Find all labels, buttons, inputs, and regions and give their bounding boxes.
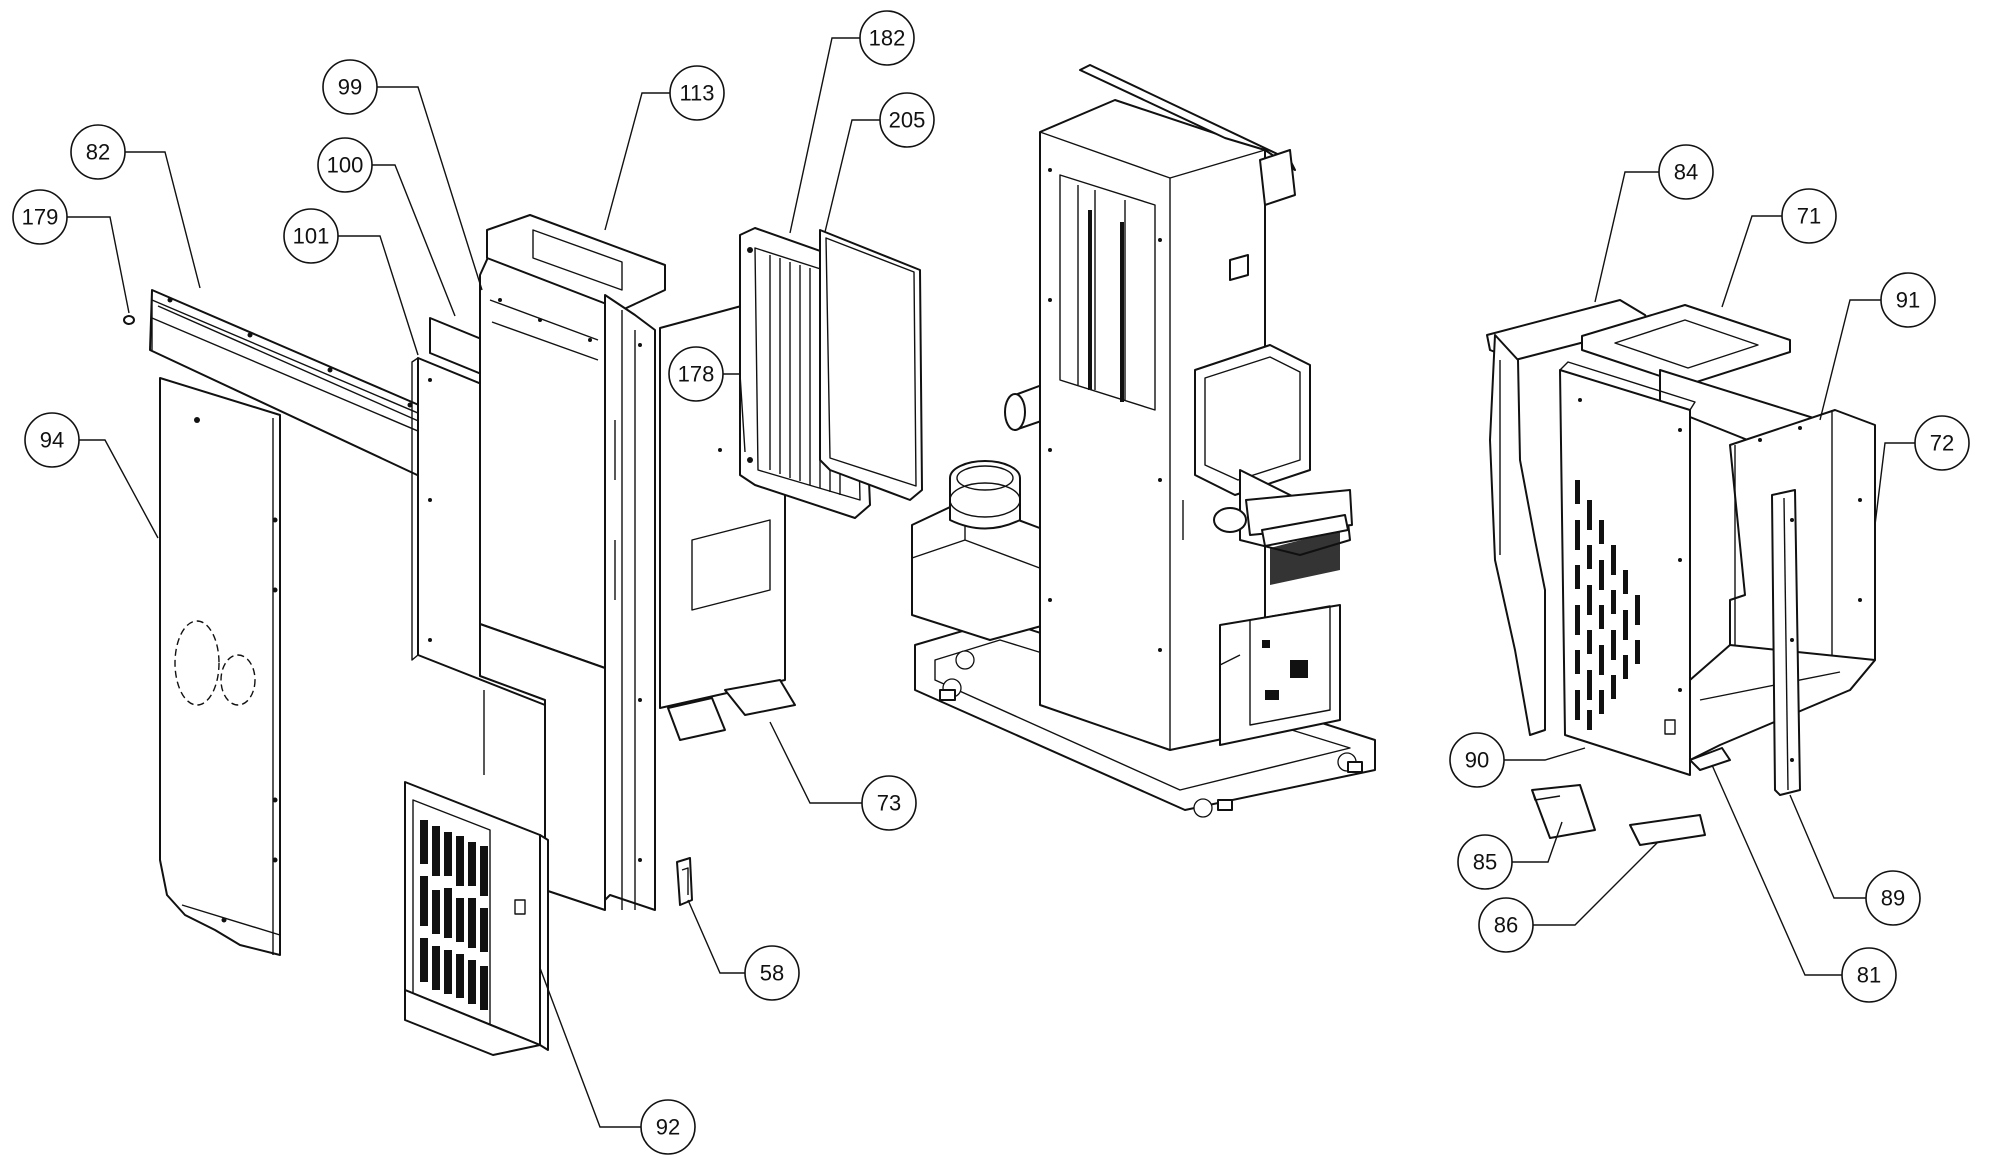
slot-pattern [1575,480,1640,730]
callout-91-label: 91 [1896,288,1920,313]
callout-81-label: 81 [1857,963,1881,988]
center-stove-assembly [911,64,1376,818]
callout-182-label: 182 [869,26,906,51]
callout-113: 113 [669,65,725,121]
callout-101: 101 [283,208,339,264]
part-92-grille [404,781,549,1056]
leader-lines [59,37,1915,1128]
callout-100: 100 [317,137,373,193]
part-179-fastener [123,315,135,325]
callout-99: 99 [322,59,378,115]
leader-182 [789,37,860,234]
callout-205: 205 [879,92,935,148]
part-94-side-panel [159,377,281,956]
callout-73-label: 73 [877,791,901,816]
callout-82-label: 82 [86,140,110,165]
part-71-top-frame [1581,304,1791,395]
leader-90 [1504,747,1586,761]
callout-89-label: 89 [1881,886,1905,911]
part-99-frame [479,252,606,669]
part-90-hopper-front [1559,361,1696,776]
leader-89 [1789,794,1866,899]
callout-85-label: 85 [1473,850,1497,875]
leader-85 [1512,821,1563,863]
leader-92 [539,967,641,1128]
callout-58-label: 58 [760,961,784,986]
callout-178-label: 178 [678,362,715,387]
part-85-bracket [1531,784,1596,839]
callout-85: 85 [1457,834,1513,890]
callout-58: 58 [744,945,800,1001]
callout-72: 72 [1914,415,1970,471]
part-58-bracket [676,857,693,906]
leader-72 [1874,442,1915,526]
callout-94: 94 [24,412,80,468]
part-84-hopper-back [1486,299,1651,736]
callout-71: 71 [1781,188,1837,244]
callout-89: 89 [1865,870,1921,926]
callout-84-label: 84 [1674,160,1698,185]
leader-99 [375,86,483,291]
leader-84 [1594,171,1659,303]
leader-101 [338,235,419,356]
leader-81 [1711,764,1842,976]
leader-205 [824,119,880,233]
part-205-gasket [819,229,923,501]
leader-82 [123,151,201,289]
callout-94-label: 94 [40,428,64,453]
callout-90-label: 90 [1465,748,1489,773]
callout-73: 73 [861,775,917,831]
callout-182: 182 [859,10,915,66]
part-89-channel [1771,489,1801,796]
callout-92-label: 92 [656,1115,680,1140]
leader-178 [723,373,746,453]
callout-90: 90 [1449,732,1505,788]
leader-86 [1533,841,1659,926]
leader-113 [604,92,670,231]
leader-100 [352,164,456,317]
callout-86: 86 [1478,897,1534,953]
callout-92: 92 [640,1099,696,1155]
callout-100-label: 100 [327,153,364,178]
callout-72-label: 72 [1930,431,1954,456]
leader-91 [1819,299,1881,421]
leader-73 [769,721,862,804]
callout-71-label: 71 [1797,204,1821,229]
part-86-plate [1629,814,1706,846]
callout-86-label: 86 [1494,913,1518,938]
callout-82: 82 [70,124,126,180]
leader-71 [1721,215,1782,308]
leader-179 [67,216,130,314]
callout-205-label: 205 [889,108,926,133]
callout-178: 178 [668,346,724,402]
callout-84: 84 [1658,144,1714,200]
part-81-deflector [1689,747,1731,771]
callout-101-label: 101 [293,224,330,249]
callout-91: 91 [1880,272,1936,328]
callout-99-label: 99 [338,75,362,100]
grille-slots [420,820,488,1010]
callout-179: 179 [12,189,68,245]
callout-81: 81 [1841,947,1897,1003]
callout-179-label: 179 [22,205,59,230]
leader-58 [687,899,745,974]
callout-113-label: 113 [679,81,714,106]
